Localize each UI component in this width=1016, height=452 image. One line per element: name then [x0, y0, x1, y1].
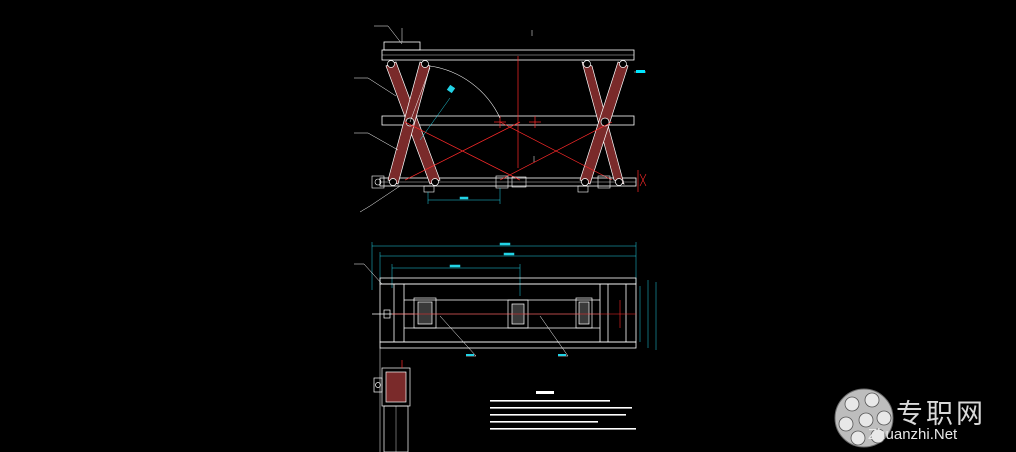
top-view-centerline [392, 300, 636, 328]
middle-beam [381, 115, 635, 126]
left-scissor-arms [385, 60, 441, 186]
technical-notes-block [490, 391, 636, 430]
base-dimension [427, 188, 501, 204]
top-leaders [354, 263, 569, 357]
watermark-globe-icon [834, 388, 894, 448]
front-view [379, 28, 637, 187]
overall-dimensions [371, 242, 657, 350]
front-leaders [354, 25, 646, 213]
watermark-cn-text: 专职网 [896, 399, 986, 430]
base-rollers [371, 173, 647, 193]
construction-lines [404, 56, 639, 192]
angle-dimension [409, 65, 501, 141]
section-detail [373, 348, 411, 452]
watermark-en-text: Zhuanzhi.Net [868, 426, 958, 443]
top-view-components [372, 297, 593, 329]
right-scissor-arms [579, 60, 629, 186]
